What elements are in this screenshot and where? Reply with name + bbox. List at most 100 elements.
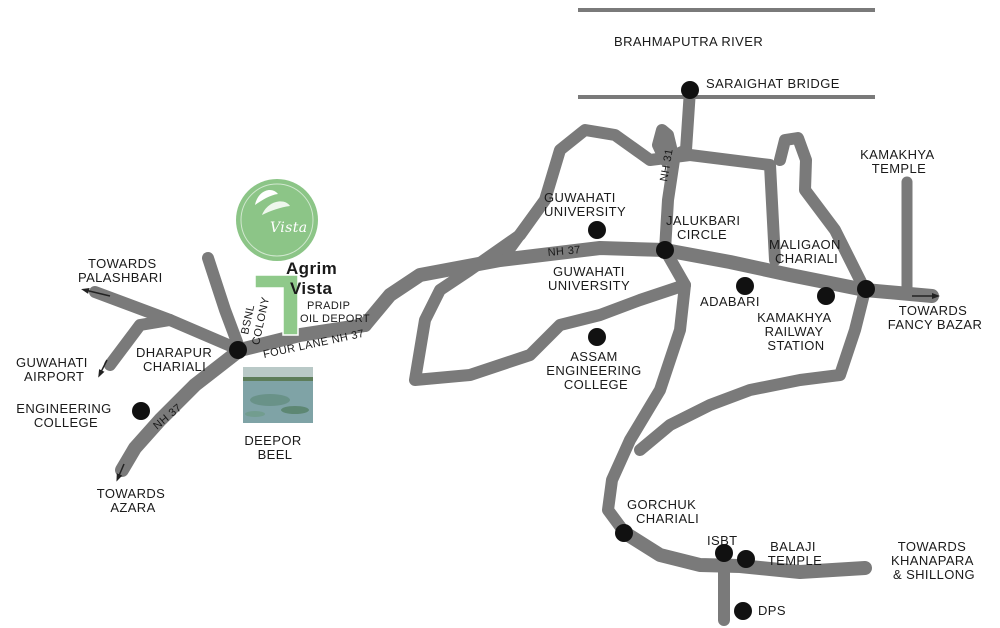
label-palashbari: TOWARDS PALASHBARI <box>78 256 163 285</box>
label-maligaon-l2: CHARIALI <box>775 251 838 266</box>
marker-dps[interactable] <box>734 602 752 620</box>
label-azara: TOWARDS AZARA <box>97 486 170 515</box>
label-kamakhya-station-l2: RAILWAY <box>765 324 824 339</box>
marker-saraighat[interactable] <box>681 81 699 99</box>
road-east-loop <box>634 132 871 456</box>
label-engineering-college-l2: COLLEGE <box>34 415 98 430</box>
label-kamakhya-temple: KAMAKHYA TEMPLE <box>860 147 938 176</box>
arrow-azara <box>116 463 125 482</box>
logo-circle <box>236 179 318 261</box>
road-airport <box>104 314 176 371</box>
marker-jalukbari[interactable] <box>656 241 674 259</box>
label-khanapara: TOWARDS KHANAPARA & SHILLONG <box>891 539 977 582</box>
marker-balaji[interactable] <box>737 550 755 568</box>
label-jalukbari-l2: CIRCLE <box>677 227 727 242</box>
label-maligaon-l1: MALIGAON <box>769 237 841 252</box>
label-nh37: NH 37 <box>547 244 581 259</box>
arrow-airport <box>98 359 108 378</box>
label-gorchuk: GORCHUK CHARIALI <box>627 497 700 526</box>
label-balaji-l1: BALAJI <box>770 539 816 554</box>
marker-maligaon[interactable] <box>857 280 875 298</box>
label-river: BRAHMAPUTRA RIVER <box>614 34 763 49</box>
label-jalukbari: JALUKBARI CIRCLE <box>666 213 744 242</box>
label-airport-l1: GUWAHATI <box>16 355 88 370</box>
road-north-branch <box>202 252 246 356</box>
label-gu-north-l2: UNIVERSITY <box>544 204 626 219</box>
label-balaji-l2: TEMPLE <box>768 553 822 568</box>
label-balaji: BALAJI TEMPLE <box>768 539 822 568</box>
label-palashbari-l2: PALASHBARI <box>78 270 163 285</box>
label-kamakhya-station-l1: KAMAKHYA <box>757 310 831 325</box>
road-west-loop <box>409 194 691 386</box>
marker-gorchuk[interactable] <box>615 524 633 542</box>
marker-kamakhya-station[interactable] <box>817 287 835 305</box>
label-deepor-beel-l1: DEEPOR <box>244 433 301 448</box>
marker-engineering-college[interactable] <box>132 402 150 420</box>
label-adabari: ADABARI <box>700 294 760 309</box>
road-network <box>89 84 939 626</box>
label-engineering-college-l1: ENGINEERING <box>16 401 111 416</box>
location-markers <box>132 81 875 620</box>
label-jalukbari-l1: JALUKBARI <box>666 213 740 228</box>
label-gu-north: GUWAHATI UNIVERSITY <box>544 190 626 219</box>
label-bridge: SARAIGHAT BRIDGE <box>706 76 840 91</box>
label-pradip-l1: PRADIP <box>307 300 350 312</box>
label-deepor-beel-l2: BEEL <box>258 447 293 462</box>
label-azara-l1: TOWARDS <box>97 486 166 501</box>
label-dharapur-l2: CHARIALI <box>143 359 206 374</box>
label-assam-engineering: ASSAM ENGINEERING COLLEGE <box>546 349 645 392</box>
project-name-line1: Agrim <box>286 259 337 278</box>
marker-adabari[interactable] <box>736 277 754 295</box>
marker-isbt[interactable] <box>715 544 733 562</box>
label-fancy-bazar-l2: FANCY BAZAR <box>888 317 982 332</box>
label-kamakhya-station-l3: STATION <box>767 338 824 353</box>
label-azara-l2: AZARA <box>110 500 155 515</box>
road-south-link <box>602 279 691 539</box>
project-name-line2: Vista <box>290 279 332 298</box>
deepor-beel-image <box>243 367 313 423</box>
label-dharapur-l1: DHARAPUR <box>136 345 212 360</box>
label-gu-north-l1: GUWAHATI <box>544 190 616 205</box>
label-dharapur: DHARAPUR CHARIALI <box>136 345 216 374</box>
label-kamakhya-temple-l2: TEMPLE <box>872 161 926 176</box>
label-fancy-bazar: TOWARDS FANCY BAZAR <box>888 303 982 332</box>
marker-assam-engineering[interactable] <box>588 328 606 346</box>
label-isbt: ISBT <box>707 533 738 548</box>
project-logo: Vista <box>236 179 318 261</box>
label-nh31: NH 31 <box>658 148 676 183</box>
logo-ring <box>240 183 314 257</box>
road-north-loop <box>499 124 781 266</box>
road-azara <box>115 343 247 477</box>
leaf-icon <box>255 189 278 205</box>
label-gorchuk-l1: GORCHUK <box>627 497 696 512</box>
label-palashbari-l1: TOWARDS <box>88 256 157 271</box>
label-gorchuk-l2: CHARIALI <box>636 511 699 526</box>
label-maligaon: MALIGAON CHARIALI <box>769 237 845 266</box>
marker-dharapur[interactable] <box>229 341 247 359</box>
road-four-lane <box>233 318 372 357</box>
arrow-palashbari <box>81 288 111 297</box>
marker-guwahati-university[interactable] <box>588 221 606 239</box>
logo-text: Vista <box>270 220 308 236</box>
label-gu-south-l1: GUWAHATI <box>553 264 625 279</box>
label-airport-l2: AIRPORT <box>24 369 84 384</box>
label-pradip: PRADIP OIL DEPORT <box>300 300 370 325</box>
label-fancy-bazar-l1: TOWARDS <box>899 303 968 318</box>
label-deepor-beel: DEEPOR BEEL <box>244 433 305 462</box>
label-khanapara-l1: TOWARDS <box>898 539 967 554</box>
label-assam-engineering-l2: ENGINEERING <box>546 363 641 378</box>
label-kamakhya-temple-l1: KAMAKHYA <box>860 147 934 162</box>
label-dps: DPS <box>758 603 786 618</box>
leaf-icon-2 <box>262 201 290 215</box>
label-khanapara-l3: & SHILLONG <box>893 567 975 582</box>
label-assam-engineering-l3: COLLEGE <box>564 377 628 392</box>
project-site-marker[interactable] <box>254 274 299 336</box>
label-gu-south: GUWAHATI UNIVERSITY <box>548 264 630 293</box>
label-engineering-college: ENGINEERING COLLEGE <box>16 401 115 430</box>
label-airport: GUWAHATI AIRPORT <box>16 355 92 384</box>
label-pradip-l2: OIL DEPORT <box>300 313 370 325</box>
label-gu-south-l2: UNIVERSITY <box>548 278 630 293</box>
road-nh37 <box>358 241 939 332</box>
